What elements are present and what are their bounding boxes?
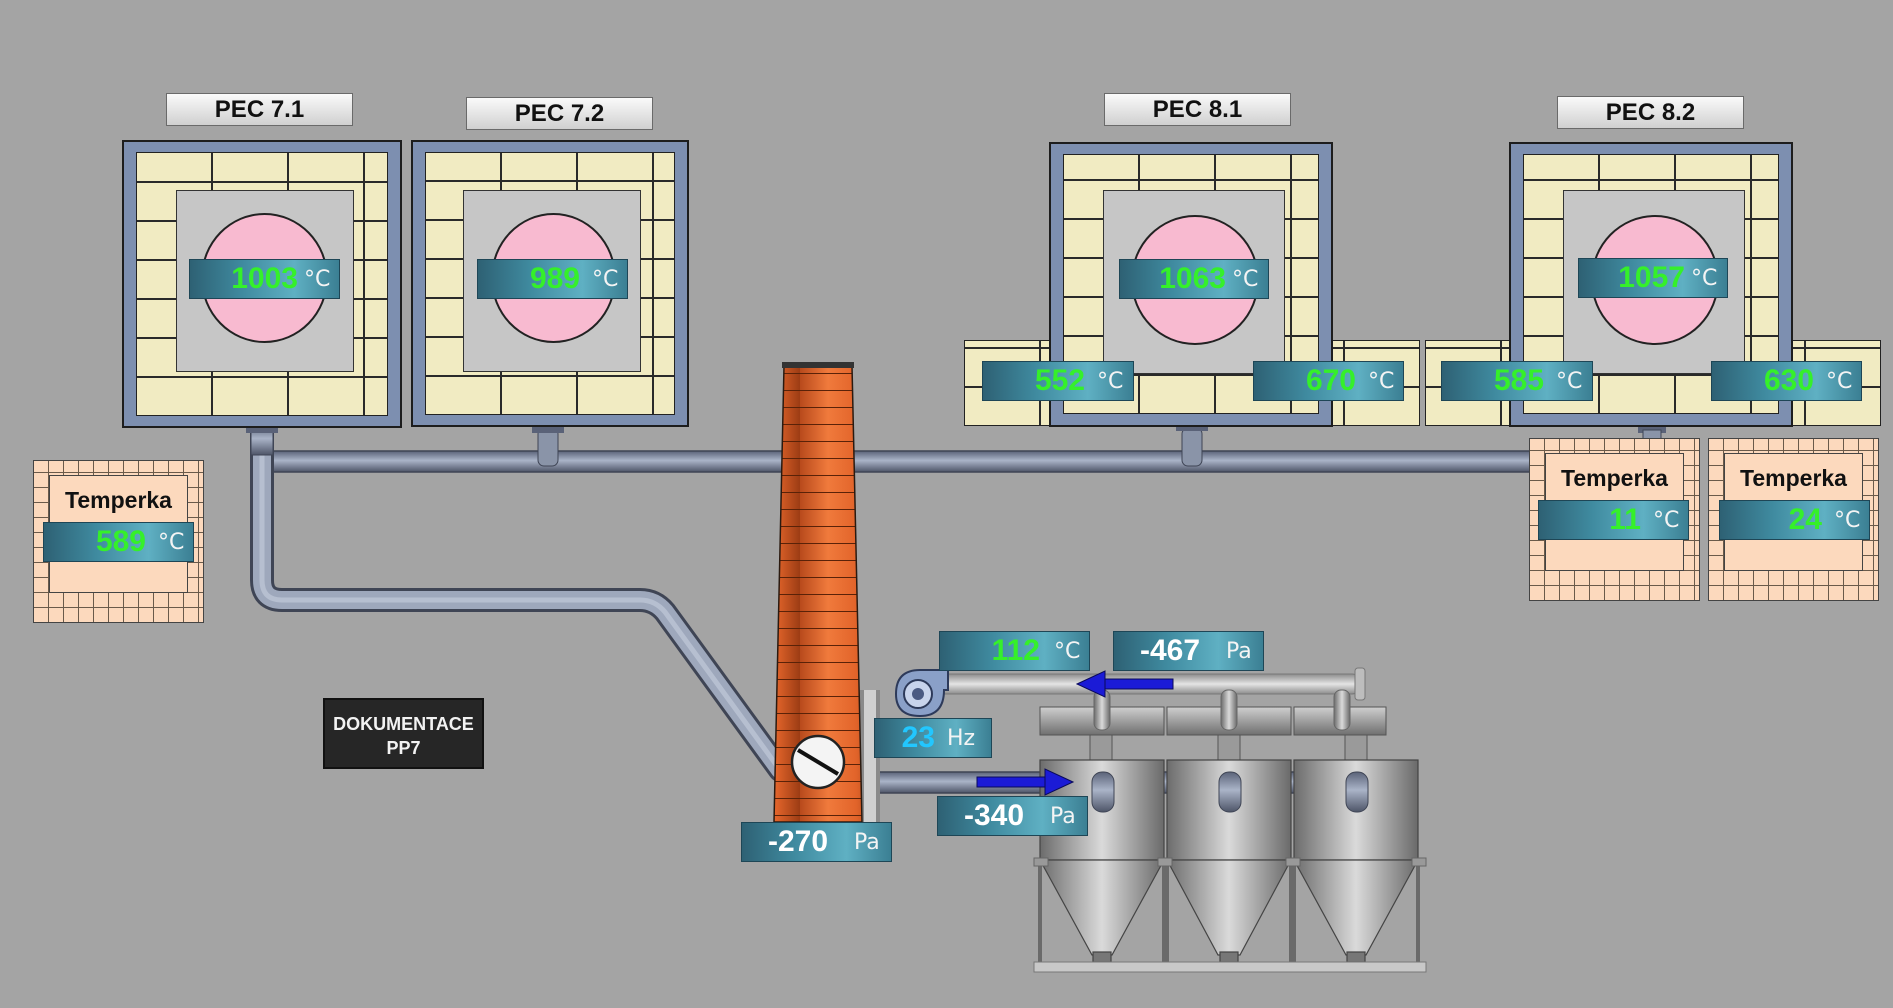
furnace-title-pec82: PEC 8.2	[1557, 96, 1744, 129]
pec72-temperature-unit: °C	[592, 266, 619, 292]
temperka-middle-unit: °C	[1653, 507, 1680, 533]
pec82-right-temperature-unit: °C	[1826, 368, 1853, 394]
temperka-left-value: 589	[95, 525, 146, 558]
fan-pressure-unit: Pa	[1226, 638, 1252, 664]
furnace-pec71[interactable]	[122, 140, 402, 428]
pec82-temperature-value: 1057	[1618, 261, 1685, 294]
pec82-temperature-unit: °C	[1691, 265, 1718, 291]
chimney-pressure-indicator: -270 Pa	[741, 822, 892, 862]
pec82-right-temperature-value: 630	[1763, 364, 1814, 397]
pec71-temperature-value: 1003	[231, 262, 298, 295]
pec82-left-temperature-value: 585	[1493, 364, 1544, 397]
pec81-temperature-value: 1063	[1159, 262, 1226, 295]
pec72-temperature-indicator: 989 °C	[477, 259, 628, 299]
duct-pressure-unit: Pa	[1050, 803, 1076, 829]
temperka-right-indicator: 24 °C	[1719, 500, 1870, 540]
flow-arrow-right-icon	[976, 768, 1075, 796]
pec81-left-temperature-unit: °C	[1097, 368, 1124, 394]
temperka-middle-value: 11	[1609, 503, 1641, 536]
furnace-title-pec72: PEC 7.2	[466, 97, 653, 130]
documentation-button-line2: PP7	[386, 738, 421, 758]
furnace-title-pec81: PEC 8.1	[1104, 93, 1291, 126]
pec81-right-temperature-value: 670	[1305, 364, 1356, 397]
documentation-button-line1: DOKUMENTACE	[333, 714, 474, 734]
duct-pressure-value: -340	[963, 799, 1024, 832]
temperka-left-title: Temperka	[65, 487, 172, 513]
pec71-temperature-indicator: 1003 °C	[189, 259, 340, 299]
furnace-title-pec71: PEC 7.1	[166, 93, 353, 126]
temperka-right-unit: °C	[1834, 507, 1861, 533]
duct-pressure-indicator: -340 Pa	[937, 796, 1088, 836]
fan-frequency-unit: Hz	[947, 725, 976, 751]
fan-temperature-unit: °C	[1054, 638, 1081, 664]
pec81-right-temperature-unit: °C	[1368, 368, 1395, 394]
pec82-right-temperature-indicator: 630 °C	[1711, 361, 1862, 401]
exhaust-fan-icon[interactable]	[892, 664, 950, 720]
pec82-temperature-indicator: 1057 °C	[1578, 258, 1728, 298]
pec81-temperature-indicator: 1063 °C	[1119, 259, 1269, 299]
fan-pressure-indicator: -467 Pa	[1113, 631, 1264, 671]
pec81-temperature-unit: °C	[1232, 266, 1259, 292]
fan-temperature-value: 112	[991, 634, 1040, 667]
fan-frequency-indicator: 23 Hz	[874, 718, 992, 758]
temperka-right-title: Temperka	[1740, 465, 1847, 491]
temperka-right-value: 24	[1788, 503, 1822, 536]
fan-pressure-value: -467	[1139, 634, 1200, 667]
temperka-left-unit: °C	[158, 529, 185, 555]
pec82-left-temperature-unit: °C	[1556, 368, 1583, 394]
documentation-button[interactable]: DOKUMENTACE PP7	[323, 698, 484, 769]
pec82-left-temperature-indicator: 585 °C	[1441, 361, 1593, 401]
chimney-pressure-unit: Pa	[854, 829, 880, 855]
chimney-pressure-value: -270	[767, 825, 828, 858]
temperka-left-indicator: 589 °C	[43, 522, 194, 562]
temperka-middle-title: Temperka	[1561, 465, 1668, 491]
fan-temperature-indicator: 112 °C	[939, 631, 1090, 671]
pec81-left-temperature-indicator: 552 °C	[982, 361, 1134, 401]
pec81-right-temperature-indicator: 670 °C	[1253, 361, 1404, 401]
pec71-temperature-unit: °C	[304, 266, 331, 292]
fan-frequency-value: 23	[901, 721, 935, 754]
flow-arrow-left-icon	[1075, 670, 1174, 698]
pec81-left-temperature-value: 552	[1034, 364, 1085, 397]
pec72-temperature-value: 989	[529, 262, 580, 295]
temperka-middle-indicator: 11 °C	[1538, 500, 1689, 540]
